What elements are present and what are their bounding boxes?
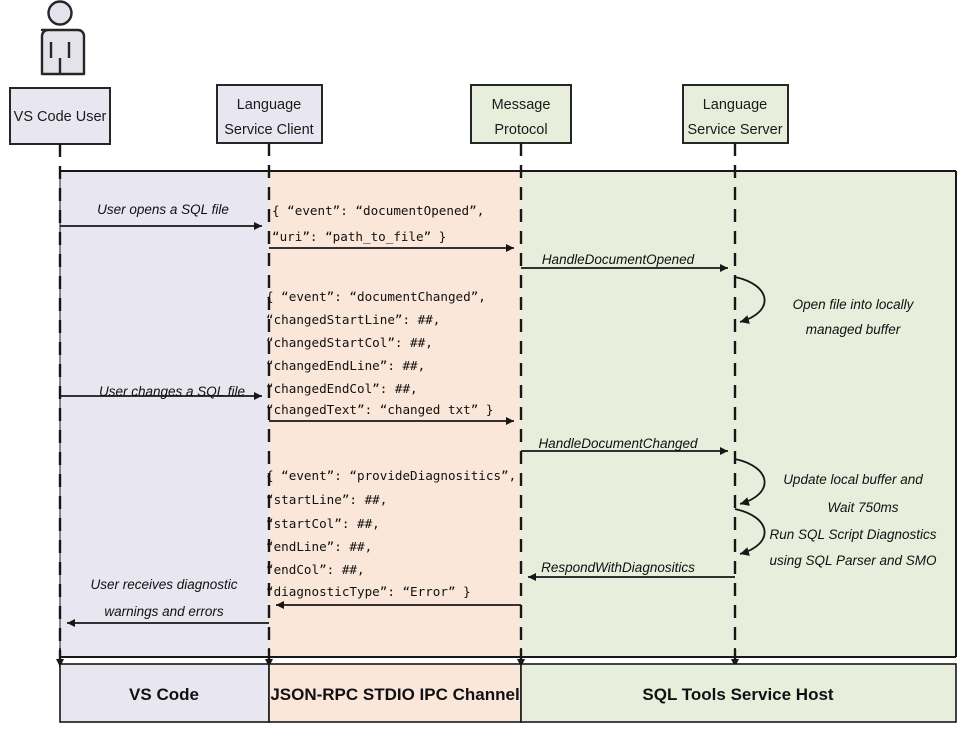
lifeline-label-message-protocol-line2: Protocol [494,122,547,138]
note-open-buffer-line2: managed buffer [806,322,901,337]
footer-lane-vs-code[interactable]: VS Code [59,663,270,723]
lifeline-label-message-protocol-line1: Message [492,97,551,113]
band-service-host [521,171,956,657]
note-run-diagnostics-line1: Run SQL Script Diagnostics [769,527,936,542]
lifeline-label-language-service-client-line1: Language [237,97,302,113]
label-respond-with-diagnostics: RespondWithDiagnositics [541,560,695,575]
self-loop-update-buffer [734,458,766,506]
band-vs-code [60,171,269,657]
payload-document-opened-line-1: “uri”: “path_to_file” } [272,229,446,244]
background-bands [59,170,957,658]
payload-provide-diagnostics-line-4: “endCol”: ##, [266,562,365,577]
note-open-buffer-line1: Open file into locally [793,297,915,312]
payload-provide-diagnostics-line-0: { “event”: “provideDiagnositics”, [266,468,516,483]
lifeline-headers: VS Code User Language Service Client Mes… [9,84,789,145]
footer-label-json-rpc: JSON-RPC STDIO IPC Channel [270,685,519,704]
footer-label-vs-code: VS Code [129,685,199,704]
footer-lane-json-rpc[interactable]: JSON-RPC STDIO IPC Channel [268,663,522,723]
payload-provide-diagnostics-line-2: “startCol”: ##, [266,516,380,531]
note-update-buffer-line1: Update local buffer and [783,472,923,487]
self-loop-labels: Open file into locally managed buffer Up… [769,297,937,568]
label-handle-document-changed: HandleDocumentChanged [538,436,698,451]
label-user-receives-diagnostics-line1: User receives diagnostic [90,577,237,592]
payload-document-opened-line-0: { “event”: “documentOpened”, [272,203,484,218]
lifeline-label-language-service-server-line2: Service Server [687,122,782,138]
self-loop-open-buffer [734,276,766,324]
label-user-receives-diagnostics-line2: warnings and errors [104,604,224,619]
lifeline-header-language-service-server[interactable]: Language Service Server [682,84,789,144]
payload-document-changed-line-3: “changedEndLine”: ##, [266,358,425,373]
band-ipc-channel [269,171,521,657]
self-loop-run-diagnostics [734,508,766,556]
payload-provide-diagnostics-line-3: “endLine”: ##, [266,539,372,554]
lifeline-label-language-service-server-line1: Language [703,97,768,113]
footer-lane-service-host[interactable]: SQL Tools Service Host [520,663,957,723]
message-arrows [60,222,735,627]
lifeline-label-language-service-client-line2: Service Client [224,122,313,138]
lifelines [58,143,737,660]
footer-label-service-host: SQL Tools Service Host [642,685,833,704]
payload-document-opened: { “event”: “documentOpened”, “uri”: “pat… [272,203,484,244]
payload-document-changed-line-4: “changedEndCol”: ##, [266,381,418,396]
note-run-diagnostics-line2: using SQL Parser and SMO [769,553,937,568]
payload-provide-diagnostics-line-5: “diagnosticType”: “Error” } [266,584,471,599]
lifeline-label-vs-code-user: VS Code User [14,109,107,125]
note-update-buffer-line2: Wait 750ms [827,500,898,515]
payload-provide-diagnostics: { “event”: “provideDiagnositics”, “start… [266,468,516,599]
label-handle-document-opened: HandleDocumentOpened [542,252,695,267]
payload-document-changed: { “event”: “documentChanged”, “changedSt… [266,289,493,417]
footer-lanes: VS Code JSON-RPC STDIO IPC Channel SQL T… [59,663,957,723]
payload-provide-diagnostics-line-1: “startLine”: ##, [266,492,387,507]
label-user-opens-sql-file: User opens a SQL file [97,202,229,217]
payload-document-changed-line-5: “changedText”: “changed txt” } [266,402,493,417]
payload-document-changed-line-0: { “event”: “documentChanged”, [266,289,486,304]
lifeline-header-message-protocol[interactable]: Message Protocol [470,84,572,144]
message-labels: User opens a SQL file HandleDocumentOpen… [90,202,698,619]
actor-stick-figure [40,0,86,76]
payload-document-changed-line-1: “changedStartLine”: ##, [266,312,440,327]
lifeline-header-vs-code-user[interactable]: VS Code User [9,87,111,145]
payload-document-changed-line-2: “changedStartCol”: ##, [266,335,433,350]
lifeline-header-language-service-client[interactable]: Language Service Client [216,84,323,144]
self-loop-arrows [734,276,766,556]
label-user-changes-sql-file: User changes a SQL file [99,384,245,399]
